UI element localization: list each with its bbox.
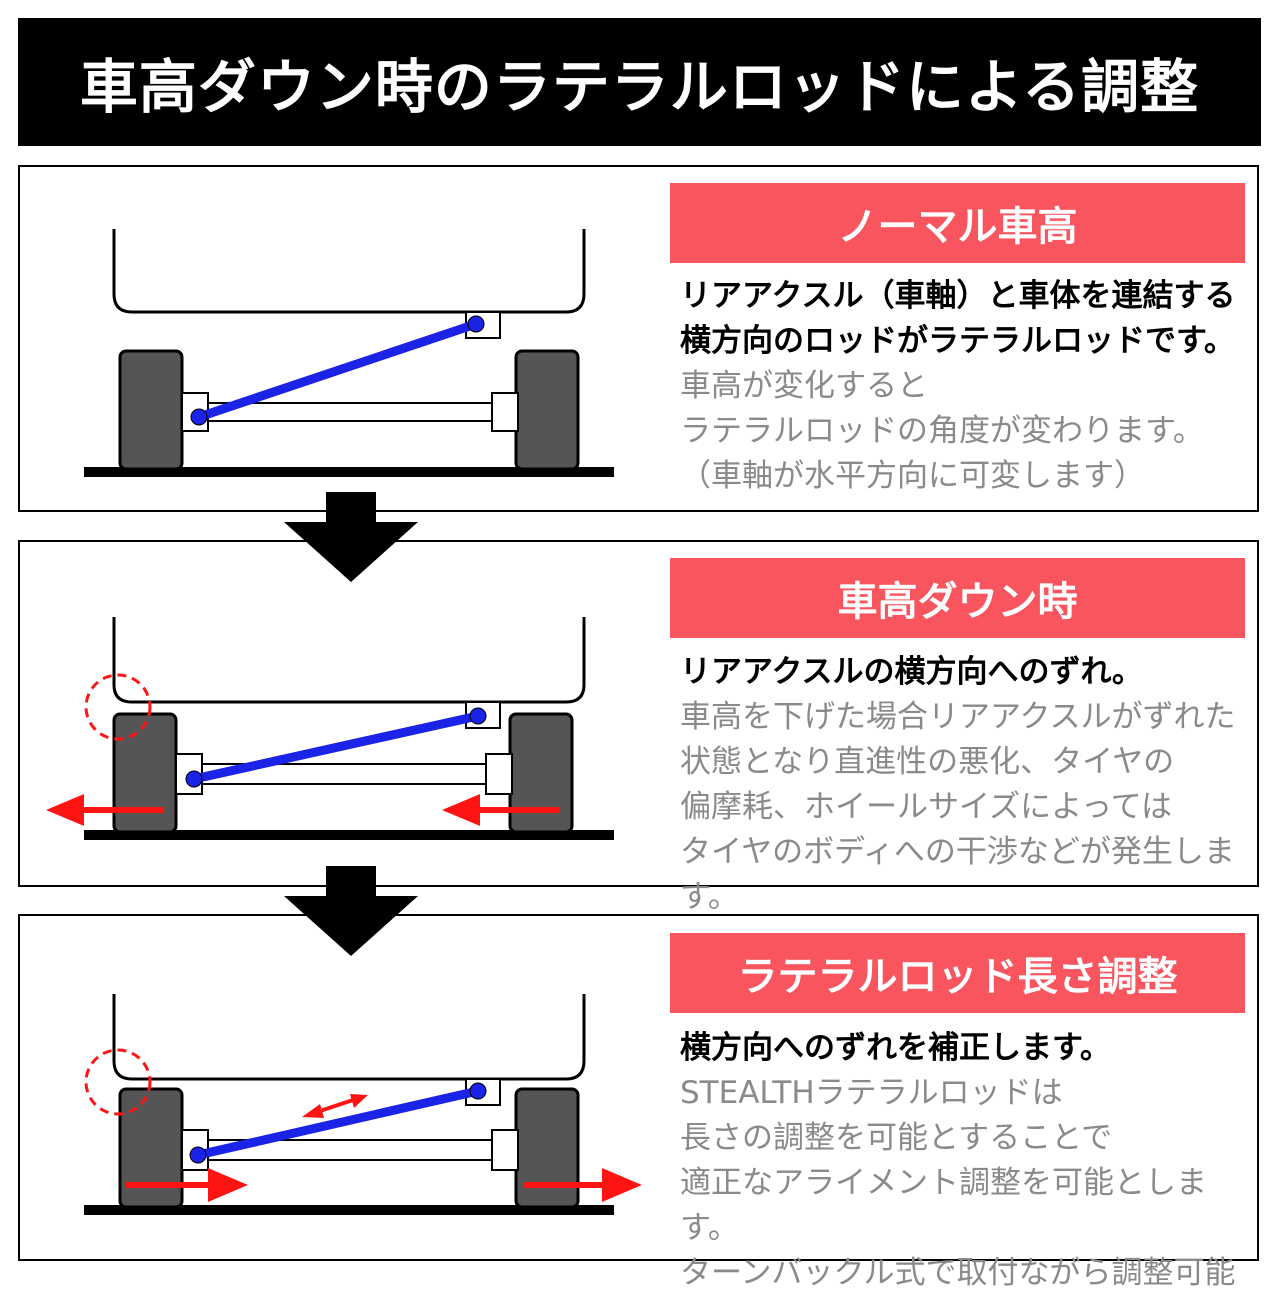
body-line: タイヤのボディへの干渉などが発生します。 (680, 834, 1235, 915)
lateral-rod (193, 1086, 483, 1160)
car-body (112, 617, 586, 704)
right-hub (491, 1129, 519, 1171)
body-line: （車軸が水平方向に可変します） (680, 458, 1145, 494)
down-arrow-icon (284, 866, 418, 956)
right-tire (514, 1087, 580, 1209)
body-line: 偏摩耗、ホイールサイズによっては (680, 789, 1172, 825)
panel-description: リアアクスル（車軸）と車体を連結する 横方向のロッドがラテラルロッドです。 車高… (680, 274, 1260, 499)
length-adjust-arrow-head (350, 1094, 368, 1108)
panel-lowered-height: 車高ダウン時 リアアクスルの横方向へのずれ。 車高を下げた場合リアアクスルがずれ… (18, 540, 1259, 915)
lead-line: リアアクスル（車軸）と車体を連結する (680, 278, 1236, 314)
body-line: 状態となり直進性の悪化、タイヤの (680, 744, 1175, 780)
body-line: STEALTHラテラルロッドは (680, 1075, 1063, 1111)
body-line: 車高が変化すると (680, 368, 928, 404)
ground (84, 467, 614, 477)
rod-joint-body (469, 707, 487, 725)
rod-joint-axle (190, 408, 208, 426)
length-adjust-arrow-head (302, 1104, 324, 1118)
left-tire (112, 712, 178, 834)
panel-description: 横方向へのずれを補正します。 STEALTHラテラルロッドは 長さの調整を可能と… (680, 1026, 1260, 1296)
panel-title: ノーマル車高 (670, 183, 1245, 263)
panel-normal-height: ノーマル車高 リアアクスル（車軸）と車体を連結する 横方向のロッドがラテラルロッ… (18, 165, 1259, 512)
interference-circle (84, 673, 152, 741)
right-tire (508, 712, 574, 834)
left-tire (118, 349, 184, 471)
lead-line: 横方向へのずれを補正します。 (680, 1030, 1111, 1066)
panel-title: 車高ダウン時 (670, 558, 1245, 638)
lateral-rod (194, 319, 481, 422)
rear-axle (207, 402, 493, 422)
rod-joint-body (469, 1082, 487, 1100)
lead-line: リアアクスルの横方向へのずれ。 (680, 654, 1143, 690)
axle-diagram-normal (84, 229, 614, 477)
body-line: ラテラルロッドの角度が変わります。 (680, 413, 1204, 449)
car-body (112, 229, 586, 314)
ground (84, 830, 614, 840)
correct-arrow-right-head (602, 1168, 642, 1202)
page-title: 車高ダウン時のラテラルロッドによる調整 (18, 18, 1261, 146)
body-line: 長さの調整を可能とすることで (680, 1120, 1113, 1156)
ground (84, 1205, 614, 1215)
left-tire (118, 1087, 184, 1209)
car-body (112, 994, 586, 1081)
rod-joint-body (467, 315, 485, 333)
axle-diagram-lowered (46, 617, 614, 840)
panel-rod-adjustment: ラテラルロッド長さ調整 横方向へのずれを補正します。 STEALTHラテラルロッ… (18, 914, 1259, 1291)
rod-joint-axle (185, 770, 203, 788)
right-tire (514, 349, 580, 471)
rod-joint-axle (189, 1146, 207, 1164)
lead-line: 横方向のロッドがラテラルロッドです。 (680, 323, 1235, 359)
body-line: ターンバックル式で取付ながら調整可能 (680, 1255, 1236, 1291)
correct-arrow-left-head (208, 1168, 248, 1202)
down-arrow-icon (284, 492, 418, 582)
body-line: 車高を下げた場合リアアクスルがずれた (680, 699, 1236, 735)
panel-title: ラテラルロッド長さ調整 (670, 933, 1245, 1013)
shift-arrow-right-head (442, 794, 480, 826)
interference-circle (84, 1048, 152, 1116)
right-hub (485, 753, 513, 795)
lateral-rod (189, 711, 483, 784)
shift-arrow-left-head (46, 794, 84, 826)
body-line: 適正なアライメント調整を可能とします。 (680, 1165, 1207, 1246)
axle-diagram-adjusted (84, 994, 642, 1215)
right-hub (491, 392, 519, 432)
panel-description: リアアクスルの横方向へのずれ。 車高を下げた場合リアアクスルがずれた 状態となり… (680, 650, 1260, 920)
